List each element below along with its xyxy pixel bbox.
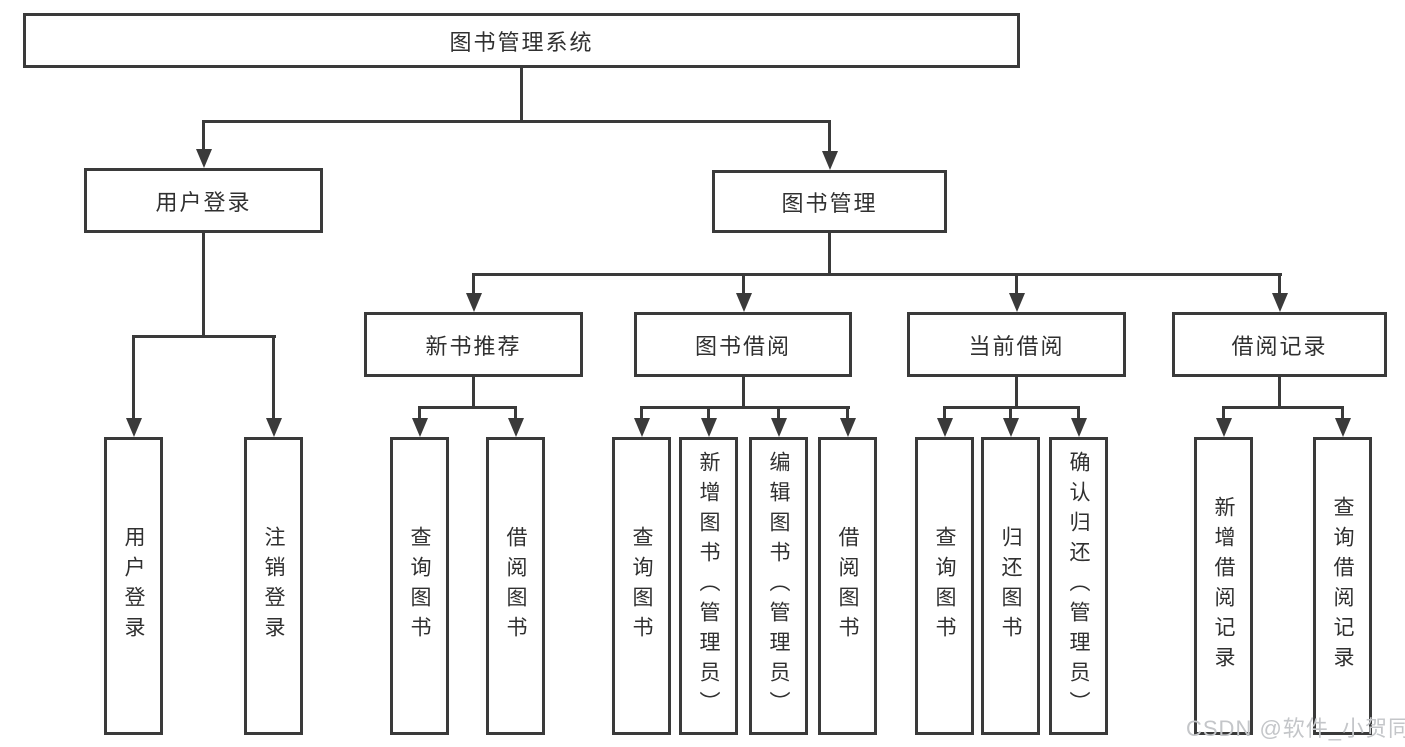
arrowhead-down-icon bbox=[411, 418, 428, 437]
arrowhead-down-icon bbox=[1002, 418, 1019, 437]
connector-hline bbox=[418, 406, 517, 409]
arrowhead-down-icon bbox=[195, 149, 212, 168]
arrowhead-down-icon bbox=[839, 418, 856, 437]
connector-vline bbox=[132, 335, 135, 420]
arrowhead-down-icon bbox=[770, 418, 787, 437]
arrowhead-down-icon bbox=[1070, 418, 1087, 437]
arrowhead-down-icon bbox=[265, 418, 282, 437]
node-borrow-add-books-admin: 新增图书（管理员） bbox=[679, 437, 738, 735]
connector-hline bbox=[472, 273, 1282, 276]
node-book-management: 图书管理 bbox=[712, 170, 947, 233]
connector-vline bbox=[514, 406, 517, 420]
connector-vline bbox=[1341, 406, 1344, 420]
connector-vline bbox=[202, 233, 205, 336]
node-user-login-leaf: 用户登录 bbox=[104, 437, 163, 735]
arrowhead-down-icon bbox=[507, 418, 524, 437]
connector-vline bbox=[1015, 273, 1018, 295]
connector-vline bbox=[1015, 377, 1018, 407]
node-current-return-books: 归还图书 bbox=[981, 437, 1040, 735]
node-book-borrow: 图书借阅 bbox=[634, 312, 852, 377]
node-records-query-record: 查询借阅记录 bbox=[1313, 437, 1372, 735]
node-borrow-borrow-books: 借阅图书 bbox=[818, 437, 877, 735]
connector-vline bbox=[202, 120, 205, 151]
connector-vline bbox=[472, 273, 475, 295]
node-logout-leaf: 注销登录 bbox=[244, 437, 303, 735]
arrowhead-down-icon bbox=[1271, 293, 1288, 312]
connector-hline bbox=[202, 120, 831, 123]
connector-vline bbox=[472, 377, 475, 407]
connector-vline bbox=[828, 120, 831, 153]
arrowhead-down-icon bbox=[1008, 293, 1025, 312]
node-root: 图书管理系统 bbox=[23, 13, 1020, 68]
arrowhead-down-icon bbox=[1334, 418, 1351, 437]
node-newbook-borrow-books: 借阅图书 bbox=[486, 437, 545, 735]
connector-vline bbox=[943, 406, 946, 420]
watermark: CSDN @软件_小贺同学 bbox=[1186, 716, 1405, 741]
connector-hline bbox=[132, 335, 276, 338]
arrowhead-down-icon bbox=[1215, 418, 1232, 437]
connector-vline bbox=[520, 68, 523, 120]
connector-vline bbox=[742, 273, 745, 295]
connector-hline bbox=[640, 406, 850, 409]
node-current-query-books: 查询图书 bbox=[915, 437, 974, 735]
connector-vline bbox=[828, 233, 831, 274]
arrowhead-down-icon bbox=[735, 293, 752, 312]
connector-vline bbox=[1009, 406, 1012, 420]
connector-vline bbox=[418, 406, 421, 420]
connector-vline bbox=[1278, 377, 1281, 407]
arrowhead-down-icon bbox=[821, 151, 838, 170]
connector-vline bbox=[1278, 273, 1281, 295]
connector-vline bbox=[640, 406, 643, 420]
connector-hline bbox=[1222, 406, 1344, 409]
connector-vline bbox=[846, 406, 849, 420]
node-user-login: 用户登录 bbox=[84, 168, 323, 233]
arrowhead-down-icon bbox=[700, 418, 717, 437]
node-records-add-record: 新增借阅记录 bbox=[1194, 437, 1253, 735]
node-current-confirm-return-admin: 确认归还（管理员） bbox=[1049, 437, 1108, 735]
node-newbook-query-books: 查询图书 bbox=[390, 437, 449, 735]
connector-vline bbox=[742, 377, 745, 407]
connector-vline bbox=[1222, 406, 1225, 420]
arrowhead-down-icon bbox=[936, 418, 953, 437]
connector-vline bbox=[777, 406, 780, 420]
node-borrow-records: 借阅记录 bbox=[1172, 312, 1387, 377]
connector-vline bbox=[272, 335, 275, 420]
node-current-borrow: 当前借阅 bbox=[907, 312, 1126, 377]
connector-vline bbox=[1077, 406, 1080, 420]
node-borrow-query-books: 查询图书 bbox=[612, 437, 671, 735]
arrowhead-down-icon bbox=[465, 293, 482, 312]
node-new-book-recommend: 新书推荐 bbox=[364, 312, 583, 377]
arrowhead-down-icon bbox=[125, 418, 142, 437]
arrowhead-down-icon bbox=[633, 418, 650, 437]
connector-vline bbox=[707, 406, 710, 420]
node-borrow-edit-books-admin: 编辑图书（管理员） bbox=[749, 437, 808, 735]
